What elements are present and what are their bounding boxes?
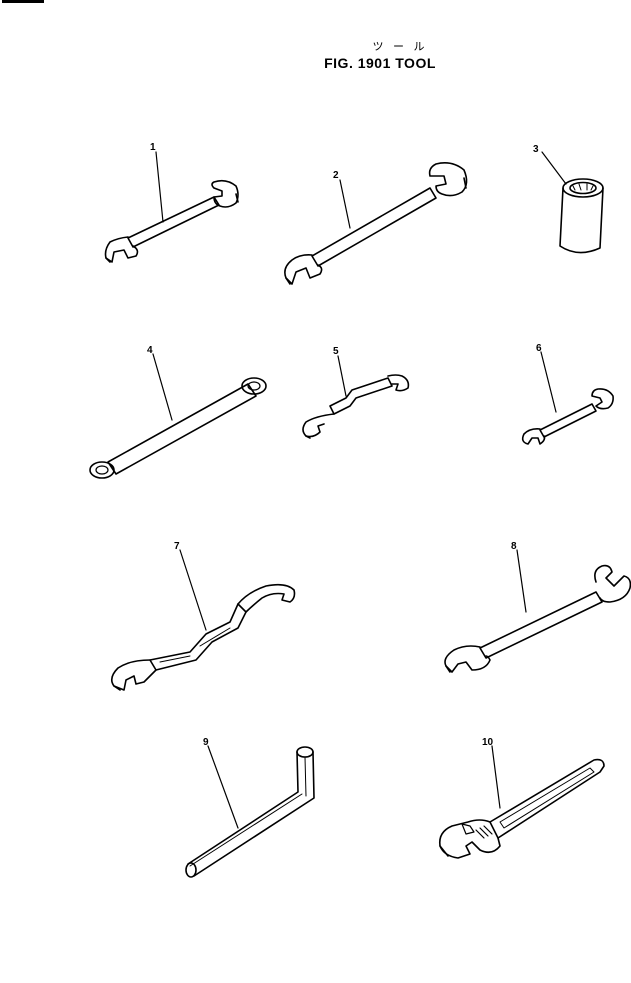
part-10-adjustable-wrench-icon	[438, 758, 605, 859]
part-3-socket-icon	[559, 178, 604, 254]
part-4-box-end-wrench-icon	[89, 377, 267, 479]
callout-number-2: 2	[333, 170, 339, 181]
leader-line-5	[337, 355, 347, 397]
callout-number-8: 8	[511, 541, 517, 552]
leader-line-9	[207, 745, 239, 829]
callout-number-3: 3	[533, 144, 539, 155]
callout-number-5: 5	[333, 346, 339, 357]
leader-line-8	[516, 549, 527, 613]
part-9-hex-key-icon	[185, 746, 315, 878]
leader-line-10	[491, 745, 501, 809]
callout-number-4: 4	[147, 345, 153, 356]
callout-number-6: 6	[536, 343, 542, 354]
part-1-open-end-wrench-icon	[104, 179, 239, 263]
figure-title-block: ツ ー ル FIG. 1901 TOOL	[300, 38, 460, 71]
part-5-hook-spanner-icon	[302, 374, 410, 439]
leader-line-2	[339, 179, 351, 229]
callout-number-7: 7	[174, 541, 180, 552]
figure-title: FIG. 1901 TOOL	[324, 55, 436, 71]
leader-line-6	[540, 351, 557, 413]
leader-line-4	[152, 353, 173, 421]
part-2-open-end-wrench-icon	[284, 162, 468, 285]
corner-mark	[2, 0, 44, 3]
part-6-open-end-wrench-icon	[521, 388, 614, 445]
callout-number-10: 10	[482, 737, 494, 748]
callout-number-1: 1	[150, 142, 156, 153]
part-8-open-end-wrench-icon	[444, 564, 631, 673]
callout-number-9: 9	[203, 737, 209, 748]
leader-line-3	[541, 151, 567, 185]
leader-line-7	[179, 549, 207, 631]
part-7-hook-spanner-icon	[110, 583, 296, 691]
leader-line-1	[155, 151, 164, 223]
figure-title-japanese: ツ ー ル	[372, 40, 428, 53]
